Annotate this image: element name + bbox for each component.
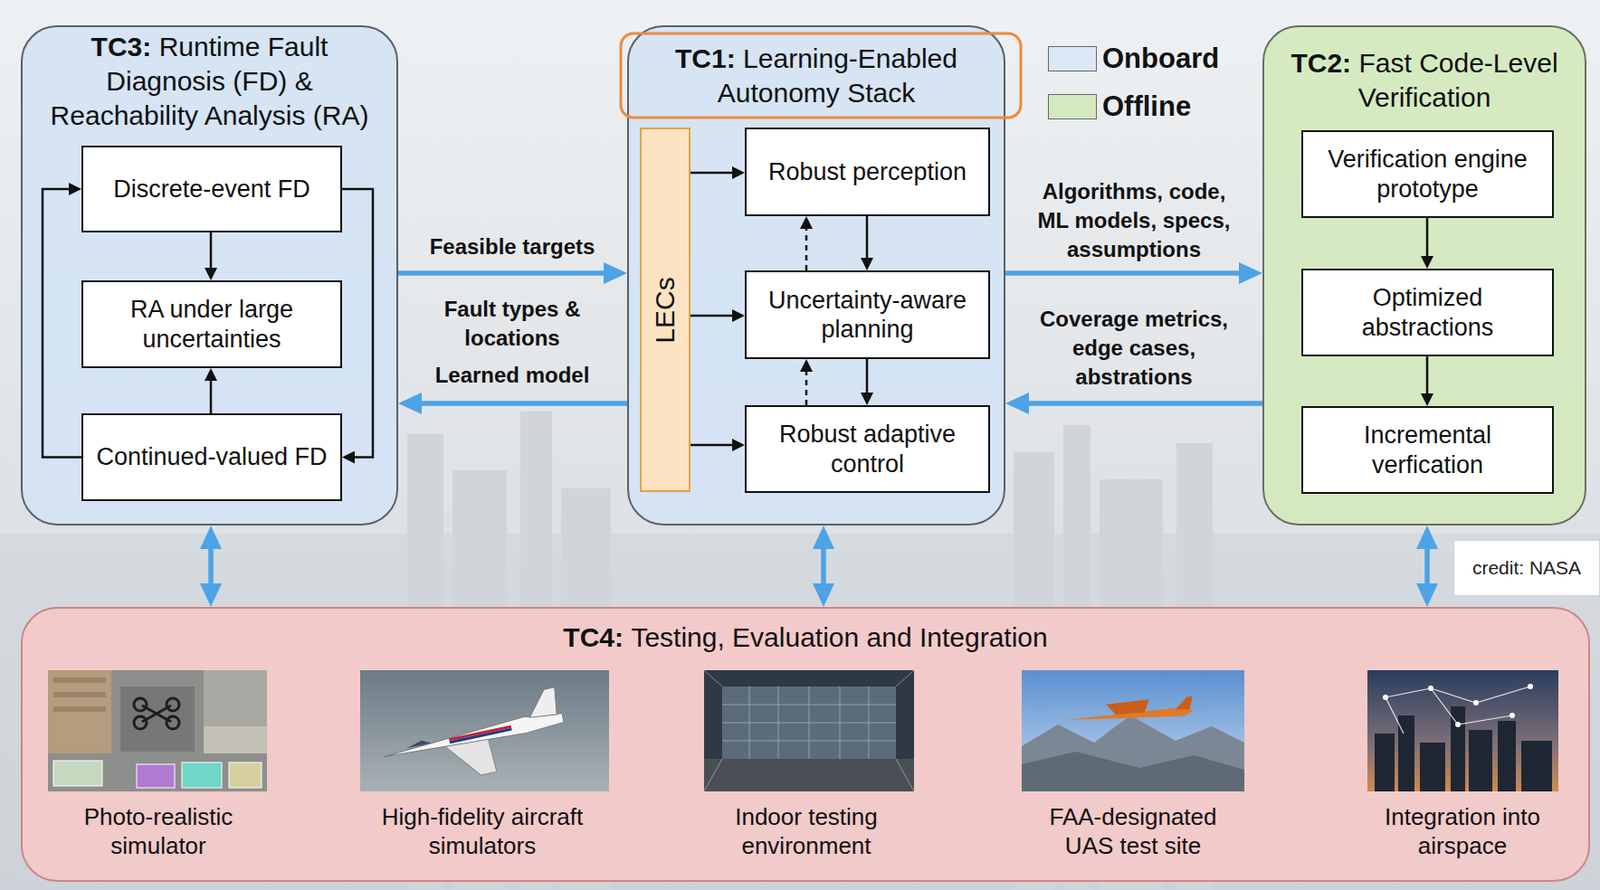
credit-note: credit: NASA bbox=[1453, 540, 1600, 597]
process-box: Uncertainty-aware planning bbox=[744, 270, 991, 360]
process-box: Continued-valued FD bbox=[81, 413, 343, 502]
flow-arrow bbox=[1005, 270, 1239, 277]
panel-title: Testing, Evaluation and Integration bbox=[630, 622, 1048, 653]
panel: TC3:Runtime Fault Diagnosis (FD) & Reach… bbox=[20, 25, 399, 526]
legend-swatch bbox=[1047, 46, 1097, 72]
panel-heading: TC4:Testing, Evaluation and Integration bbox=[22, 620, 1589, 656]
panel: TC2:Fast Code-Level VerificationVerifica… bbox=[1262, 25, 1587, 526]
flow-arrow bbox=[421, 400, 628, 407]
legend-item: Onboard bbox=[1047, 42, 1220, 76]
photo-caption: High-fidelity aircraft simulators bbox=[353, 802, 612, 861]
panel-id: TC4: bbox=[562, 622, 624, 653]
box-label: Discrete-event FD bbox=[113, 174, 311, 204]
box-label: Robust adaptive control bbox=[757, 419, 978, 479]
flow-arrow bbox=[398, 270, 604, 277]
panel-heading: TC3:Runtime Fault Diagnosis (FD) & Reach… bbox=[22, 29, 397, 134]
process-box: Verification engine prototype bbox=[1301, 130, 1554, 219]
panel-id: TC1: bbox=[675, 43, 736, 74]
flow-arrow bbox=[1028, 400, 1263, 407]
flow-arrow bbox=[1424, 549, 1430, 584]
process-box: RA under large uncertainties bbox=[81, 280, 343, 369]
process-box: Discrete-event FD bbox=[81, 145, 343, 233]
legend-swatch bbox=[1047, 94, 1097, 120]
panel-heading: TC1:Learning-Enabled Autonomy Stack bbox=[628, 41, 1004, 111]
photo-caption: Integration into airspace bbox=[1362, 802, 1562, 861]
legend-label: Onboard bbox=[1102, 43, 1220, 75]
panel-title: Learning-Enabled Autonomy Stack bbox=[717, 43, 958, 108]
panel-title: Fast Code-Level Verification bbox=[1358, 47, 1559, 113]
photo-caption: Indoor testing environment bbox=[711, 802, 902, 861]
box-label: Uncertainty-aware planning bbox=[757, 285, 978, 345]
panel-heading: TC2:Fast Code-Level Verification bbox=[1264, 46, 1585, 115]
flow-arrow bbox=[208, 549, 214, 584]
box-label: RA under large uncertainties bbox=[94, 295, 330, 354]
photo-caption: Photo-realistic simulator bbox=[63, 802, 254, 861]
process-box: Robust adaptive control bbox=[744, 405, 991, 494]
edge-label: Algorithms, code, ML models, specs, assu… bbox=[1025, 177, 1243, 265]
box-label: LECs bbox=[649, 276, 681, 343]
process-box: Incremental verfication bbox=[1301, 406, 1554, 495]
panel-id: TC2: bbox=[1290, 47, 1352, 78]
flow-arrow bbox=[820, 549, 827, 584]
panel-id: TC3: bbox=[91, 31, 153, 62]
edge-label: Learned model bbox=[403, 361, 621, 391]
component-bar: LECs bbox=[639, 127, 691, 493]
legend-item: Offline bbox=[1047, 90, 1191, 124]
edge-label: Coverage metrics, edge cases, abstration… bbox=[1025, 304, 1243, 392]
legend-label: Offline bbox=[1102, 91, 1191, 123]
edge-label: Feasible targets bbox=[403, 232, 621, 262]
process-box: Optimized abstractions bbox=[1301, 268, 1554, 357]
box-label: Incremental verfication bbox=[1314, 420, 1542, 480]
edge-note: Fault types & locations bbox=[421, 295, 603, 353]
box-label: Optimized abstractions bbox=[1314, 283, 1542, 343]
panel: TC1:Learning-Enabled Autonomy StackLECsR… bbox=[627, 25, 1006, 526]
box-label: Continued-valued FD bbox=[95, 442, 327, 472]
process-box: Robust perception bbox=[744, 127, 991, 217]
box-label: Robust perception bbox=[768, 157, 967, 187]
box-label: Verification engine prototype bbox=[1314, 144, 1542, 204]
photo-caption: FAA-designated UAS test site bbox=[1031, 802, 1236, 861]
